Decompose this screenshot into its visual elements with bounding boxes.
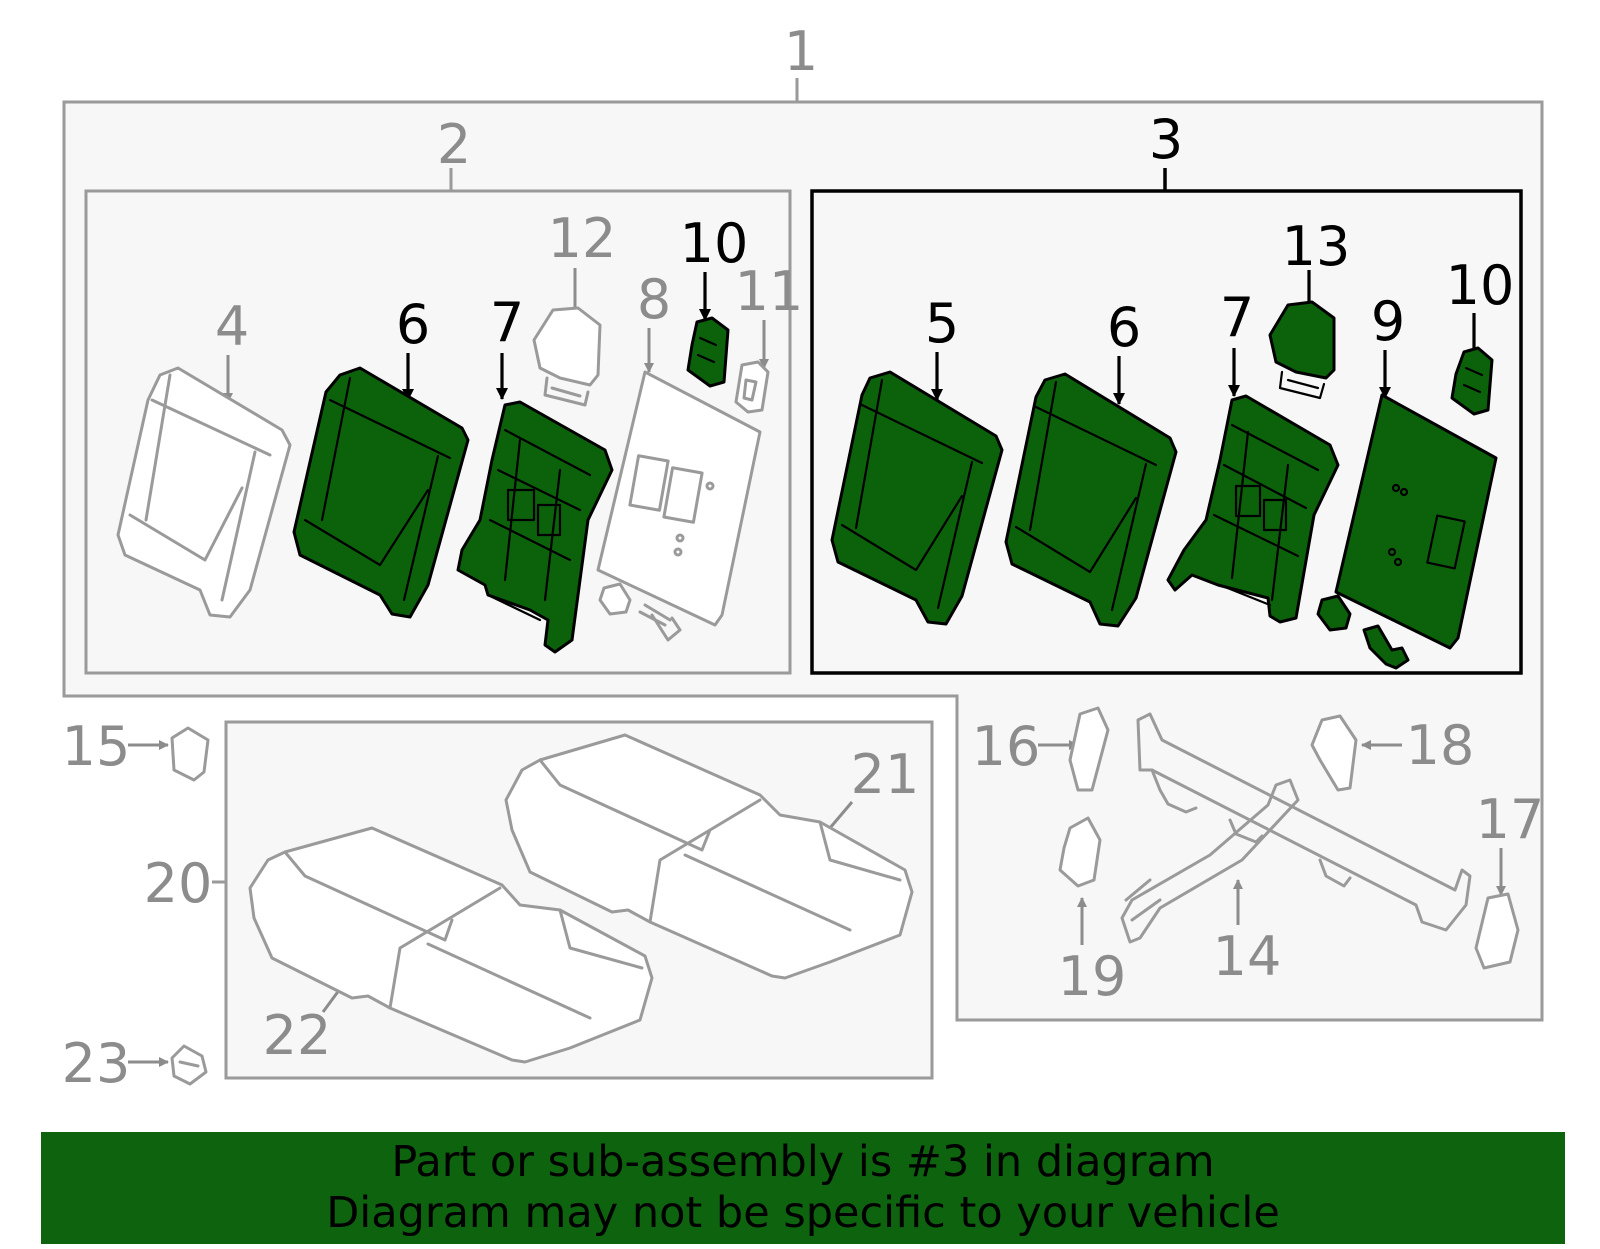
part-6-seatback-pad-left[interactable] [292, 366, 470, 619]
callout-19: 19 [1058, 945, 1127, 1008]
callout-5[interactable]: 5 [925, 292, 959, 355]
part-16-bracket [1068, 706, 1110, 792]
part-9-back-panel-right[interactable] [1334, 393, 1498, 650]
part-8-back-panel-left [596, 370, 762, 627]
callout-22: 22 [263, 1004, 332, 1067]
notice-banner: Part or sub-assembly is #3 in diagram Di… [41, 1132, 1565, 1244]
callout-20: 20 [144, 852, 213, 915]
part-7-seatback-frame-right[interactable] [1166, 394, 1340, 624]
callout-2: 2 [437, 113, 471, 176]
part-14-seat-frame [1120, 712, 1472, 944]
callout-17: 17 [1476, 788, 1545, 851]
callout-18: 18 [1406, 714, 1475, 777]
callout-21: 21 [851, 743, 920, 806]
part-12-headrest-left [532, 306, 602, 407]
callout-12: 12 [548, 207, 617, 270]
callout-16: 16 [972, 715, 1041, 778]
callout-13[interactable]: 13 [1282, 215, 1351, 278]
part-19-bracket [1058, 816, 1102, 888]
part-5-seatback-cover-right[interactable] [830, 370, 1004, 626]
callout-6-left[interactable]: 6 [396, 293, 430, 356]
part-10-clip-right[interactable] [1450, 346, 1494, 416]
part-10-clip-left[interactable] [686, 316, 730, 388]
callout-9[interactable]: 9 [1371, 290, 1405, 353]
callout-6-right[interactable]: 6 [1107, 296, 1141, 359]
part-15-clip [170, 726, 210, 782]
part-23-clip [170, 1044, 208, 1086]
part-11-button-left [734, 360, 770, 414]
banner-line-2: Diagram may not be specific to your vehi… [326, 1188, 1280, 1238]
part-left-hardware [598, 582, 682, 642]
callout-1: 1 [784, 20, 818, 83]
part-6-seatback-pad-right[interactable] [1004, 372, 1178, 628]
part-13-headrest-right[interactable] [1268, 300, 1336, 400]
part-17-bracket [1474, 892, 1520, 970]
callout-7-right[interactable]: 7 [1220, 286, 1254, 349]
part-22-cushion-left [248, 826, 654, 1064]
banner-line-1: Part or sub-assembly is #3 in diagram [391, 1137, 1215, 1187]
part-21-cushion-right [504, 733, 914, 980]
part-right-hardware[interactable] [1316, 594, 1410, 670]
callout-3[interactable]: 3 [1149, 108, 1183, 171]
callout-23: 23 [62, 1032, 131, 1095]
callout-10-left[interactable]: 10 [680, 212, 749, 275]
part-7-seatback-frame-left[interactable] [456, 400, 614, 654]
callout-7-left[interactable]: 7 [490, 291, 524, 354]
part-18-bracket [1310, 714, 1358, 792]
part-4-seatback-cover [116, 366, 292, 619]
callout-10-right[interactable]: 10 [1446, 254, 1515, 317]
callout-15: 15 [62, 715, 131, 778]
callout-8: 8 [637, 268, 671, 331]
callout-4: 4 [215, 295, 249, 358]
callout-14: 14 [1213, 925, 1282, 988]
callout-11: 11 [735, 260, 804, 323]
